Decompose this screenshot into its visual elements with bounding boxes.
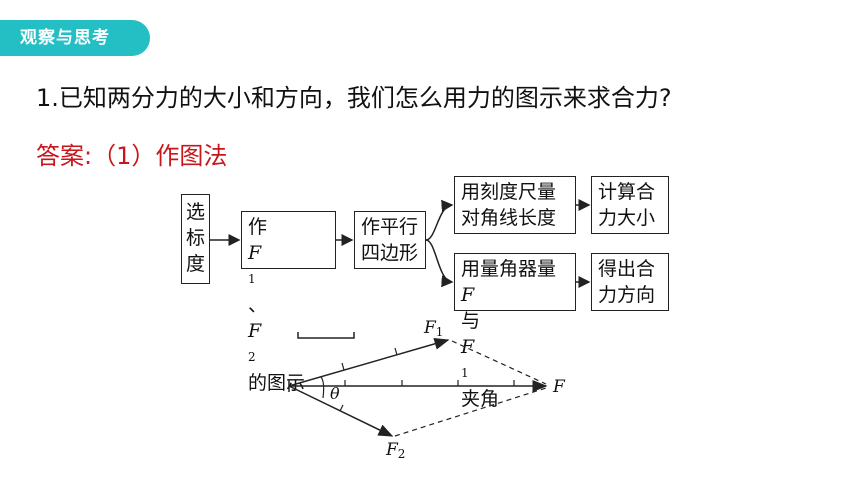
- result-magnitude: 计算合 力大小: [591, 176, 669, 234]
- step2-line2: 的图示: [248, 372, 306, 394]
- result-direction: 得出合 力方向: [591, 253, 669, 311]
- step3-line1: 作平行: [361, 216, 419, 238]
- step1-char1: 选: [185, 201, 205, 223]
- dashed-side-top: [451, 340, 547, 385]
- angle-arc: [320, 376, 325, 399]
- branch-bottom-line1: 用量角器量: [461, 258, 557, 280]
- step-select-scale: 选 标 度: [181, 194, 210, 284]
- step-parallelogram: 作平行 四边形: [354, 211, 426, 269]
- branch-top-line2: 对角线长度: [461, 207, 557, 229]
- f1-vector: [288, 337, 450, 387]
- result-top-line2: 力大小: [598, 207, 656, 229]
- f2-label: F2: [386, 440, 406, 461]
- f1-label: F1: [424, 318, 444, 339]
- result-top-line1: 计算合: [598, 181, 656, 203]
- scale-bar: [297, 332, 355, 339]
- branch-measure-diagonal: 用刻度尺量 对角线长度: [454, 176, 576, 234]
- step1-char2: 标: [185, 227, 205, 249]
- theta-label: θ: [330, 384, 340, 403]
- result-bottom-line2: 力方向: [598, 284, 656, 306]
- step3-line2: 四边形: [361, 242, 419, 264]
- answer-text: 答案:（1）作图法: [36, 142, 228, 170]
- section-tag: 观察与思考: [0, 20, 150, 56]
- question-text: 1.已知两分力的大小和方向，我们怎么用力的图示来求合力?: [36, 84, 672, 112]
- dashed-side-bottom: [394, 387, 547, 437]
- step1-char3: 度: [185, 253, 205, 275]
- result-bottom-line1: 得出合: [598, 258, 656, 280]
- f-label: F: [553, 377, 565, 397]
- branch-top-line1: 用刻度尺量: [461, 181, 557, 203]
